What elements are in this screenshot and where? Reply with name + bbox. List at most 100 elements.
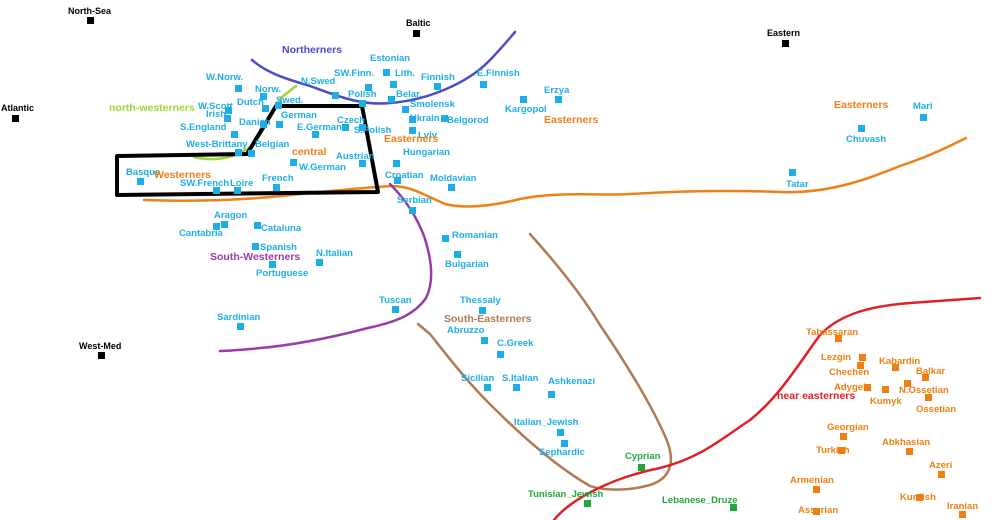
population-point-marker [789, 169, 796, 176]
population-point-marker [235, 85, 242, 92]
population-point-marker [858, 125, 865, 132]
population-point-marker [225, 107, 232, 114]
population-point-marker [481, 337, 488, 344]
near-east-point-marker [892, 364, 899, 371]
population-point-marker [409, 207, 416, 214]
north-africa-point-label: Tunisian_Jewish [528, 489, 604, 500]
population-point-label: N.Italian [316, 248, 353, 259]
near-east-point-label: Abkhasian [882, 437, 931, 448]
population-point-marker [235, 149, 242, 156]
anchor-point-label: West-Med [79, 341, 122, 351]
anchor-point-marker [12, 115, 19, 122]
population-point-label: West-Brittany [186, 139, 248, 150]
near-east-point-marker [882, 386, 889, 393]
near-easterners-line [552, 296, 982, 520]
population-point-marker [359, 100, 366, 107]
near-east-point-label: Iranian [947, 501, 979, 512]
population-point-marker [442, 235, 449, 242]
region-label: north-westerners [109, 102, 195, 114]
population-point-marker [359, 124, 366, 131]
population-point-marker [557, 429, 564, 436]
population-point-label: S.Polish [354, 125, 392, 136]
population-point-marker [390, 81, 397, 88]
near-east-point-label: Adygei [834, 382, 866, 393]
region-label: Northerners [282, 44, 343, 56]
population-point-label: Polish [348, 89, 377, 100]
near-east-point-marker [838, 447, 845, 454]
near-east-point-label: Ossetian [916, 404, 957, 415]
population-point-label: Loire [230, 178, 254, 189]
near-east-point-label: Tabassaran [806, 327, 859, 338]
population-point-marker [383, 69, 390, 76]
near-east-point-marker [813, 486, 820, 493]
population-point-label: German [281, 110, 317, 121]
near-east-point-marker [864, 384, 871, 391]
population-point-label: Estonian [370, 53, 411, 64]
population-point-label: Serbian [397, 195, 432, 206]
population-point-label: Mari [913, 101, 933, 112]
population-point-label: Austrian [336, 151, 375, 162]
north-africa-point-marker [584, 500, 591, 507]
population-point-label: Portuguese [256, 268, 309, 279]
south-westerners-line [218, 182, 433, 353]
population-point-marker [273, 184, 280, 191]
population-point-marker [260, 93, 267, 100]
population-point-marker [342, 124, 349, 131]
south-easterners-line [416, 232, 673, 491]
population-point-marker [454, 251, 461, 258]
north-africa-point-marker [730, 504, 737, 511]
population-point-label: Dutch [237, 97, 264, 108]
near-east-point-label: Lezgin [821, 352, 852, 363]
population-point-marker [409, 127, 416, 134]
population-point-label: Aragon [214, 210, 248, 221]
population-point-label: Romanian [452, 230, 498, 241]
population-point-label: Basque [126, 167, 161, 178]
near-east-point-marker [813, 508, 820, 515]
population-point-marker [262, 105, 269, 112]
near-east-point-label: Turkish [816, 445, 850, 456]
population-point-label: Ukrain [410, 113, 440, 124]
population-point-label: Tuscan [379, 295, 412, 306]
population-point-marker [484, 384, 491, 391]
population-point-label: SW.French [180, 178, 230, 189]
population-point-label: Kargopol [505, 104, 547, 115]
north-africa-point-marker [638, 464, 645, 471]
near-east-point-label: Assyrian [798, 505, 839, 516]
population-point-label: Thessaly [460, 295, 501, 306]
population-point-marker [254, 222, 261, 229]
population-point-label: Swed. [276, 95, 304, 106]
near-east-point-label: Armenian [790, 475, 834, 486]
population-point-label: Sephardic [539, 447, 585, 458]
population-point-label: Moldavian [430, 173, 477, 184]
population-point-marker [561, 440, 568, 447]
anchor-point-label: North-Sea [68, 6, 112, 16]
population-point-marker [555, 96, 562, 103]
near-east-point-label: Chechen [829, 367, 870, 378]
near-east-point-label: Kumyk [870, 396, 902, 407]
population-point-marker [394, 177, 401, 184]
north-africa-point-label: Lebanese_Druze [662, 495, 738, 506]
region-label: near easterners [777, 390, 856, 402]
population-point-label: Danish [239, 117, 271, 128]
population-point-label: French [262, 173, 294, 184]
population-point-marker [224, 115, 231, 122]
region-label: South-Westerners [210, 251, 301, 263]
population-point-label: Cantabria [179, 228, 223, 239]
population-point-label: Bulgarian [445, 259, 489, 270]
near-east-point-marker [857, 362, 864, 369]
anchor-point-label: Atlantic [1, 103, 35, 113]
population-point-marker [252, 243, 259, 250]
population-point-label: W.German [299, 162, 346, 173]
near-east-point-label: Kurdish [900, 492, 936, 503]
population-point-label: E.German [297, 122, 342, 133]
region-label: Westerners [154, 169, 212, 181]
population-point-marker [365, 84, 372, 91]
northerners-line [250, 30, 517, 105]
population-point-marker [388, 96, 395, 103]
population-point-label: Irish [206, 109, 227, 120]
population-point-marker [332, 92, 339, 99]
anchor-point-label: Eastern [767, 28, 801, 38]
population-point-marker [480, 81, 487, 88]
population-point-label: Finnish [421, 72, 455, 83]
population-point-label: Smolensk [410, 99, 455, 110]
